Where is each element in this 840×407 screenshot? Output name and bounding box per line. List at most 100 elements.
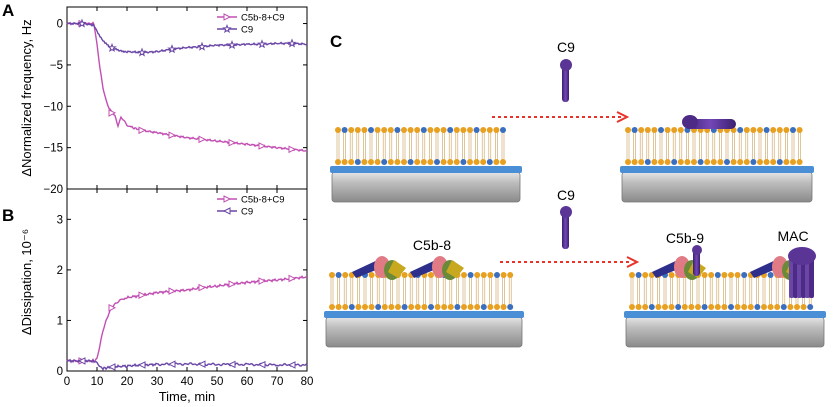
lipid-head xyxy=(708,304,715,310)
lipid-head xyxy=(434,127,440,133)
lipid-head xyxy=(493,159,500,165)
lipid-head xyxy=(783,127,790,133)
lipid-head xyxy=(420,159,427,165)
diagram-c: C9 C9 C5b-8 C5b-9 MAC xyxy=(324,39,826,348)
x-tick-label: 30 xyxy=(151,376,164,388)
lipid-head xyxy=(368,159,374,165)
data-point xyxy=(258,277,267,285)
lipid-head xyxy=(447,304,454,310)
lipid-head xyxy=(714,272,721,278)
chart-b-x-axis-label: Time, min xyxy=(159,389,216,404)
lipid-head xyxy=(651,159,658,165)
chart-b-series xyxy=(66,274,308,371)
lipid-head xyxy=(763,127,770,133)
lipid-head xyxy=(671,159,678,165)
x-tick-label: 70 xyxy=(271,376,284,388)
y-tick-label: 2 xyxy=(57,265,63,277)
lipid-head xyxy=(387,159,394,165)
lipid-head xyxy=(776,127,783,133)
lipid-head xyxy=(355,304,362,310)
lipid-head xyxy=(774,304,781,310)
lipid-head xyxy=(662,304,668,310)
series-line-c9 xyxy=(66,358,308,371)
x-tick-label: 80 xyxy=(301,376,314,388)
lipid-head xyxy=(697,159,704,165)
lipid-head xyxy=(434,159,440,165)
lipid-head xyxy=(447,159,454,165)
lipid-head xyxy=(625,127,631,133)
data-point xyxy=(288,145,297,154)
lipid-head xyxy=(787,304,794,310)
lipid-head xyxy=(348,304,355,310)
arrow-top xyxy=(492,111,630,123)
support-layer xyxy=(330,166,522,173)
legend-marker xyxy=(223,195,232,203)
data-point xyxy=(227,40,237,50)
lipid-head xyxy=(335,304,342,310)
lipid-head xyxy=(741,272,748,278)
lipid-head xyxy=(401,159,407,165)
lipid-head xyxy=(770,127,777,133)
chart-a-y-axis-label: ΔNormalized frequency, Hz xyxy=(19,19,34,176)
lipid-head xyxy=(447,127,454,133)
lipid-head xyxy=(790,127,796,133)
lipid-head xyxy=(473,159,480,165)
lipid-head xyxy=(374,127,381,133)
lipid-head xyxy=(747,304,754,310)
support-layer xyxy=(620,166,814,173)
x-tick-label: 20 xyxy=(121,376,134,388)
support-layer xyxy=(624,311,826,318)
data-point xyxy=(287,38,297,48)
y-tick-label: 0 xyxy=(57,19,63,31)
mac-label: MAC xyxy=(777,228,808,244)
data-point xyxy=(197,41,207,51)
data-point xyxy=(168,131,177,140)
data-point xyxy=(167,360,176,368)
lipid-head xyxy=(658,127,664,133)
lipid-head xyxy=(500,159,506,165)
data-point xyxy=(258,142,267,150)
chart-a-series xyxy=(66,18,308,154)
data-point xyxy=(198,283,207,292)
lipid-head xyxy=(388,304,395,310)
lipid-head xyxy=(375,304,382,310)
lipid-head xyxy=(480,304,487,310)
c5b9-label: C5b-9 xyxy=(666,230,704,246)
lipid-head xyxy=(754,304,761,310)
lipid-head xyxy=(408,304,415,310)
support-layer xyxy=(324,311,524,318)
substrate-slab xyxy=(331,171,521,203)
substrate-slab xyxy=(621,171,813,203)
lipid-head xyxy=(635,272,642,278)
lipid-head xyxy=(407,159,414,165)
lipid-head xyxy=(796,127,803,133)
data-point xyxy=(197,360,206,368)
mac-pore-strand xyxy=(789,252,794,298)
lipid-head xyxy=(701,304,708,310)
lipid-head xyxy=(629,272,635,278)
lipid-head xyxy=(737,159,744,165)
lipid-head xyxy=(629,304,635,310)
lipid-head xyxy=(743,127,750,133)
lipid-head xyxy=(341,159,348,165)
lipid-head xyxy=(648,304,655,310)
lipid-head xyxy=(500,304,507,310)
lipid-head xyxy=(440,159,447,165)
membrane-top-left xyxy=(330,127,522,203)
data-point xyxy=(137,361,146,369)
lipid-head xyxy=(467,159,473,165)
lipid-head xyxy=(473,127,480,133)
lipid-head xyxy=(486,127,493,133)
x-tick-label: 60 xyxy=(241,376,254,388)
lipid-head xyxy=(724,159,730,165)
lipid-head xyxy=(414,304,421,310)
lipid-head xyxy=(467,304,474,310)
data-point xyxy=(167,44,177,54)
lipid-head xyxy=(434,304,441,310)
lipid-head xyxy=(387,127,394,133)
lipid-head xyxy=(807,304,814,310)
lipid-head xyxy=(671,127,678,133)
lipid-head xyxy=(361,127,368,133)
